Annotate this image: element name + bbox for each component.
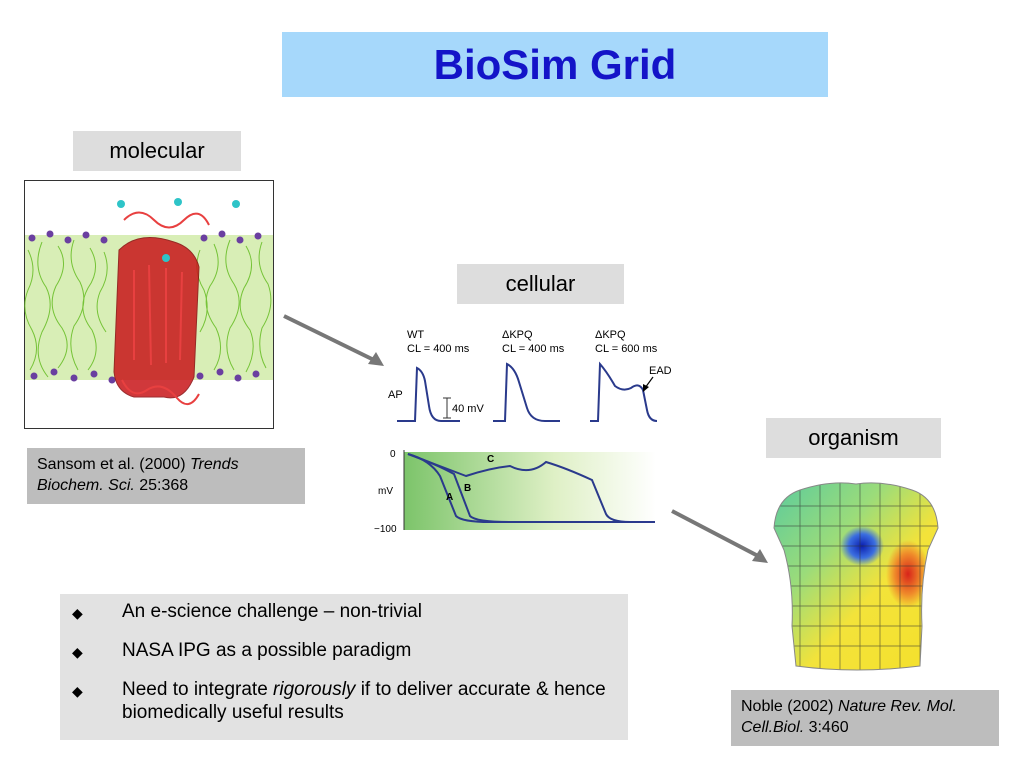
- vplot-label-c: C: [487, 454, 494, 465]
- label-organism: organism: [766, 418, 941, 458]
- ap-panel-1-line2: CL = 400 ms: [407, 343, 470, 355]
- bullet-item: ◆ NASA IPG as a possible paradigm: [72, 639, 618, 664]
- vplot-label-a: A: [446, 492, 453, 503]
- diamond-bullet-icon: ◆: [72, 644, 83, 660]
- ap-trace-kpq-600: [590, 361, 658, 422]
- ap-panel-3-line2: CL = 600 ms: [595, 343, 658, 355]
- organism-image: [770, 476, 942, 672]
- arrow-cellular-to-organism: [671, 509, 768, 563]
- title-banner: BioSim Grid: [282, 32, 828, 97]
- ap-panel-1-line1: WT: [407, 329, 424, 341]
- ap-panel-2-line2: CL = 400 ms: [502, 343, 565, 355]
- vplot-curve-c: [407, 453, 655, 523]
- vplot-y-bottom: −100: [374, 524, 397, 535]
- bullet-1-text: An e-science challenge – non-trivial: [122, 601, 422, 622]
- label-cellular-text: cellular: [505, 271, 576, 296]
- diamond-bullet-icon: ◆: [72, 605, 83, 621]
- citation-molecular-ref: 25:368: [134, 477, 189, 494]
- label-organism-text: organism: [808, 425, 899, 450]
- bullet-3-text-pre: Need to integrate: [122, 679, 274, 700]
- bullet-list: ◆ An e-science challenge – non-trivial ◆…: [60, 594, 628, 740]
- bullet-item: ◆ Need to integrate rigorously if to del…: [72, 678, 618, 724]
- citation-molecular-journal: Trends Biochem. Sci.: [37, 456, 239, 494]
- vplot-label-b: B: [464, 483, 471, 494]
- citation-molecular: Sansom et al. (2000) Trends Biochem. Sci…: [27, 448, 305, 504]
- ap-trace-kpq-400: [493, 362, 560, 422]
- ap-axis-label: AP: [388, 389, 403, 401]
- vplot-y-top: 0: [390, 449, 396, 460]
- citation-organism-ref: 3:460: [804, 719, 849, 736]
- molecular-image: [24, 180, 274, 429]
- label-cellular: cellular: [457, 264, 624, 304]
- ap-trace-wt: [397, 366, 460, 422]
- ead-label: EAD: [649, 365, 672, 377]
- arrow-molecular-to-cellular: [283, 314, 384, 366]
- citation-organism: Noble (2002) Nature Rev. Mol. Cell.Biol.…: [731, 690, 999, 746]
- ap-panel-3-line1: ΔKPQ: [595, 329, 626, 341]
- page-title: BioSim Grid: [433, 40, 677, 88]
- vplot-y-label: mV: [378, 486, 393, 497]
- citation-molecular-authors: Sansom et al. (2000): [37, 456, 190, 473]
- bullet-3-text-emphasis: rigorously: [273, 679, 356, 700]
- voltage-plot: 0 mV −100 A B C: [370, 446, 660, 538]
- label-molecular-text: molecular: [109, 138, 205, 163]
- ap-panel-2-line1: ΔKPQ: [502, 329, 533, 341]
- citation-organism-authors: Noble (2002): [741, 698, 838, 715]
- action-potential-panel: WT CL = 400 ms ΔKPQ CL = 400 ms ΔKPQ CL …: [385, 326, 675, 436]
- ap-scale-label: 40 mV: [452, 403, 484, 415]
- bullet-2-text: NASA IPG as a possible paradigm: [122, 640, 412, 661]
- bullet-item: ◆ An e-science challenge – non-trivial: [72, 600, 618, 625]
- diamond-bullet-icon: ◆: [72, 683, 83, 699]
- label-molecular: molecular: [73, 131, 241, 171]
- bullet-3-text-post: if to deliver accurate & hence biomedica…: [122, 679, 606, 723]
- citation-organism-journal: Nature Rev. Mol. Cell.Biol.: [741, 698, 957, 736]
